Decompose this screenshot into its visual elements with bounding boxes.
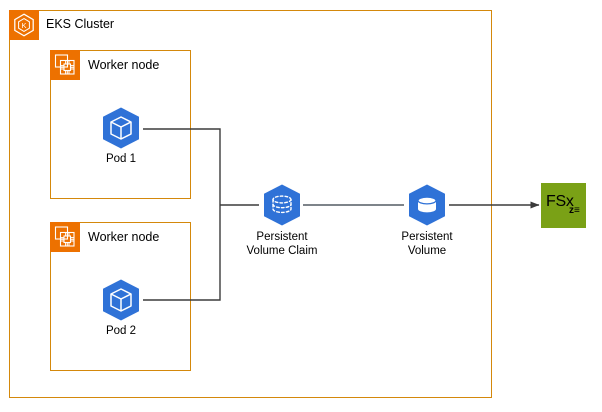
pod-2-label: Pod 2 <box>105 325 137 337</box>
worker-node-icon <box>50 222 80 252</box>
fsx-logo: FSx z≡ <box>541 183 586 228</box>
worker-node-2-label: Worker node <box>88 230 160 244</box>
eks-cluster-label: EKS Cluster <box>46 17 115 31</box>
worker-node-icon <box>50 50 80 80</box>
fsx-wordmark: FSx <box>546 193 574 210</box>
kubernetes-pod-icon <box>99 106 143 150</box>
eks-cluster-icon: K <box>9 10 39 40</box>
kubernetes-persistent-volume-icon <box>405 183 449 227</box>
svg-text:K: K <box>21 21 26 30</box>
worker-node-1-label: Worker node <box>88 58 160 72</box>
kubernetes-persistent-volume-claim-icon <box>260 183 304 227</box>
amazon-fsx-icon: FSx z≡ <box>541 183 586 228</box>
persistent-volume-claim-label: Persistent Volume Claim <box>246 231 318 257</box>
pod-1-label: Pod 1 <box>105 153 137 165</box>
kubernetes-pod-icon <box>99 278 143 322</box>
fsx-submark: z≡ <box>569 205 580 216</box>
worker-node-1-group <box>50 50 191 199</box>
eks-cluster-group <box>9 10 492 398</box>
persistent-volume-label: Persistent Volume <box>401 231 453 257</box>
